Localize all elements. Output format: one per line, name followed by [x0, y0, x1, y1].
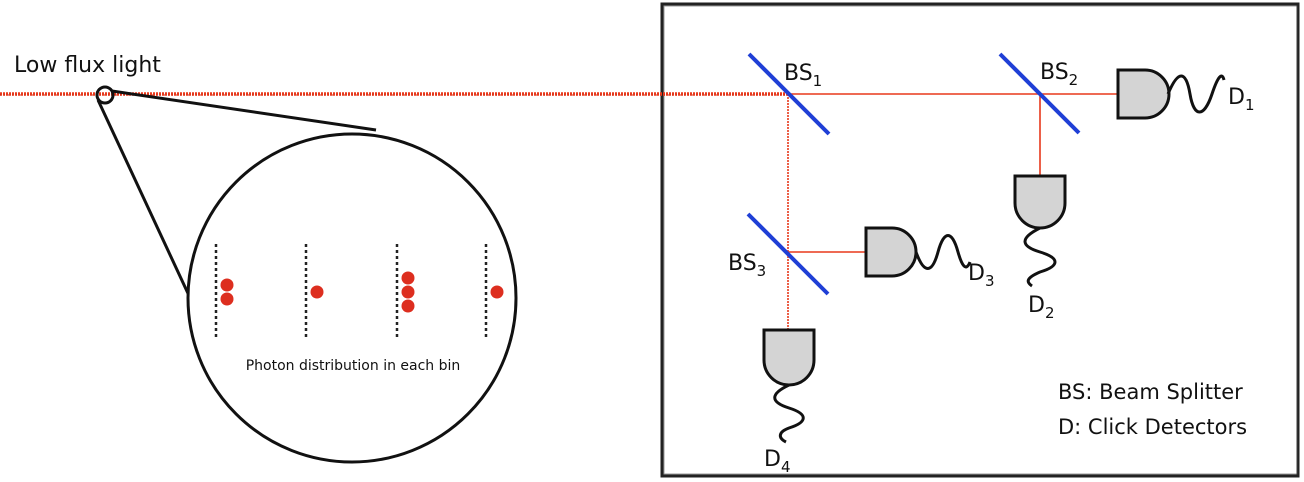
- photon-dot: [401, 299, 415, 313]
- magnifier-large-circle: [186, 132, 518, 464]
- detector-d4: [762, 328, 816, 444]
- legend-click-detectors: D: Click Detectors: [1058, 415, 1247, 439]
- d3-label: D3: [968, 261, 995, 290]
- bs1-label: BS1: [784, 61, 822, 90]
- apparatus-box-sketch: [663, 5, 1298, 475]
- detector-d1: [1116, 68, 1226, 120]
- magnifier-small-circle: [95, 85, 115, 105]
- beam-splitter-3: [746, 212, 830, 296]
- d4-label: D4: [764, 447, 791, 476]
- bs3-label: BS3: [728, 251, 766, 280]
- beam-splitter-1: [747, 52, 831, 136]
- d1-label: D1: [1228, 85, 1255, 114]
- photon-bins: [214, 244, 504, 340]
- d2-label: D2: [1028, 293, 1055, 322]
- bs2-label: BS2: [1040, 60, 1078, 89]
- photon-dot: [220, 278, 234, 292]
- photon-dot: [401, 285, 415, 299]
- magnifier-line-top: [111, 89, 377, 132]
- photon-dot: [490, 285, 504, 299]
- photon-dot: [401, 271, 415, 285]
- apparatus-box: [660, 2, 1300, 478]
- beam-splitter-2: [998, 52, 1081, 135]
- legend-beam-splitter: BS: Beam Splitter: [1058, 380, 1243, 404]
- detector-d3: [864, 226, 972, 278]
- photon-dot: [310, 285, 324, 299]
- low-flux-light-label: Low flux light: [14, 53, 161, 78]
- detector-d2: [1013, 174, 1067, 288]
- photon-dot: [220, 292, 234, 306]
- photon-distribution-caption: Photon distribution in each bin: [246, 358, 461, 374]
